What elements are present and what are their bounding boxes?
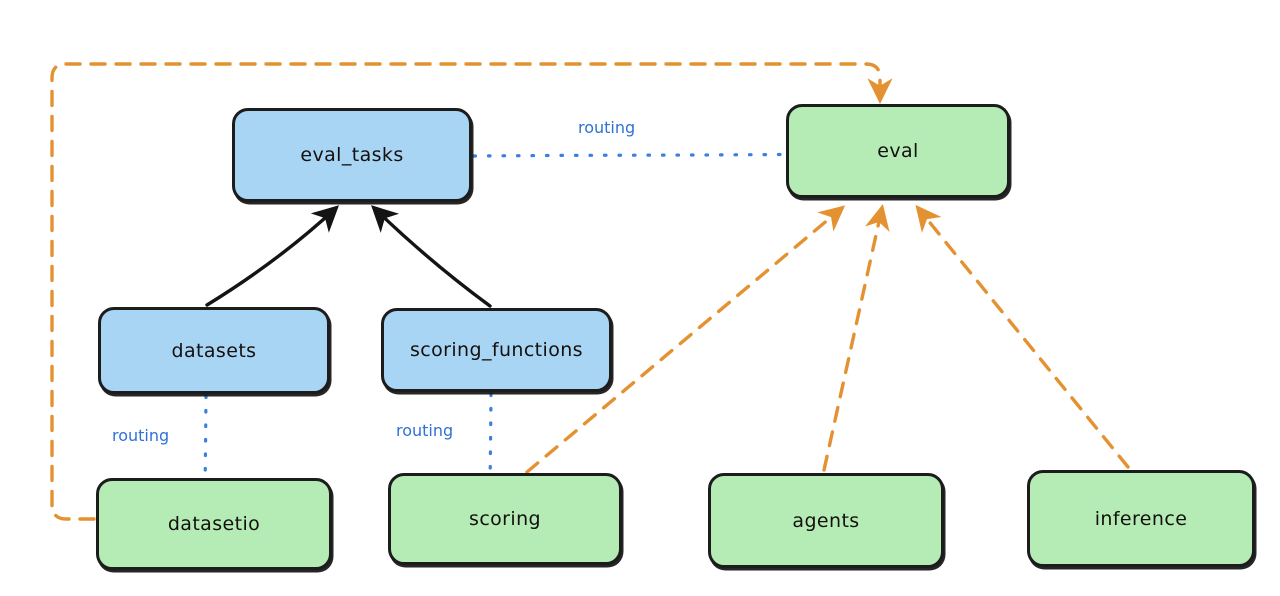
node-label-inference: inference xyxy=(1094,507,1188,530)
node-datasetio[interactable]: datasetio xyxy=(96,478,332,570)
edge-scoring-functions-to-eval-tasks xyxy=(371,205,492,308)
edge-agents-to-eval xyxy=(822,204,890,472)
node-label-datasets: datasets xyxy=(171,339,257,362)
node-agents[interactable]: agents xyxy=(708,473,944,568)
node-label-scoring: scoring xyxy=(469,508,541,530)
node-scoring[interactable]: scoring xyxy=(388,473,622,565)
node-datasets[interactable]: datasets xyxy=(98,307,330,394)
edge-label-routing-datasetio: routing xyxy=(112,426,170,445)
node-label-agents: agents xyxy=(792,509,860,532)
edge-datasets-to-datasetio xyxy=(203,394,208,478)
node-label-datasetio: datasetio xyxy=(167,513,261,535)
node-label-eval: eval xyxy=(877,140,919,162)
edge-inference-to-eval xyxy=(915,204,1130,469)
edge-eval-tasks-to-eval xyxy=(472,152,786,158)
edge-label-routing-scoring: routing xyxy=(396,421,454,440)
node-label-scoring-functions: scoring_functions xyxy=(410,339,583,361)
node-eval-tasks[interactable]: eval_tasks xyxy=(232,108,472,202)
node-label-eval-tasks: eval_tasks xyxy=(300,144,404,166)
node-inference[interactable]: inference xyxy=(1027,470,1255,567)
edge-label-routing-eval: routing xyxy=(578,118,636,137)
inherit-edges xyxy=(205,205,492,308)
node-scoring-functions[interactable]: scoring_functions xyxy=(381,308,612,392)
edge-scoring-functions-to-scoring xyxy=(488,392,493,473)
edge-datasets-to-eval-tasks xyxy=(205,205,339,307)
node-eval[interactable]: eval xyxy=(786,104,1010,198)
